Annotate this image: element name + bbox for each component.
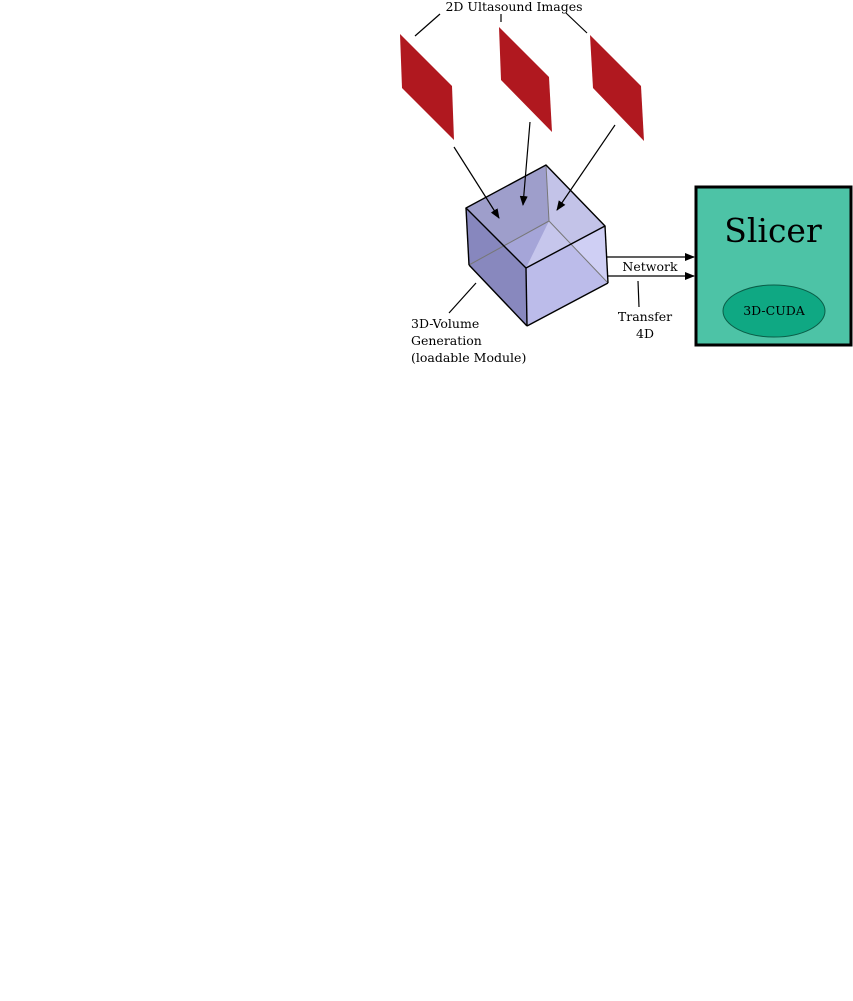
volume-label-2: Generation — [411, 333, 482, 348]
volume-label-3: (loadable Module) — [411, 350, 526, 365]
volume-leader-line — [448, 282, 477, 314]
ultrasound-slice-2 — [499, 27, 552, 132]
volume-cube — [465, 164, 609, 327]
network-label: Network — [622, 259, 678, 274]
cuda-label: 3D-CUDA — [743, 303, 806, 318]
network-arrows — [607, 253, 695, 308]
transfer-label-2: 4D — [636, 326, 654, 341]
ultrasound-slice-1 — [400, 34, 454, 140]
image-leader-lines — [414, 12, 588, 37]
volume-label-1: 3D-Volume — [411, 316, 479, 331]
slice-arrows — [453, 121, 616, 219]
transfer-label-1: Transfer — [618, 309, 672, 324]
cuda-ellipse — [722, 284, 826, 338]
ultrasound-slice-3 — [590, 35, 644, 141]
images-label: 2D Ultasound Images — [445, 0, 582, 14]
slicer-label: Slicer — [724, 211, 822, 250]
